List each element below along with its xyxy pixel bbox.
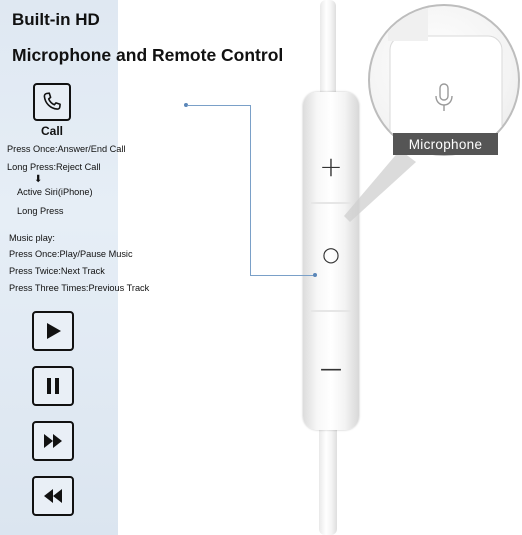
fast-forward-icon	[44, 434, 62, 448]
pointer-dot	[184, 103, 188, 107]
pause-button	[32, 366, 74, 406]
page-title-line-1: Built-in HD	[12, 10, 100, 29]
music-instruction: Press Twice:Next Track	[9, 266, 105, 276]
earphone-cable-top	[320, 0, 336, 100]
volume-up-button: +	[319, 150, 343, 183]
remote-divider	[311, 310, 351, 312]
play-button	[32, 311, 74, 351]
page-title-line-2: Microphone and Remote Control	[12, 45, 284, 65]
call-instruction: Active Siri(iPhone)	[17, 187, 93, 197]
rewind-button	[32, 476, 74, 516]
microphone-icon	[435, 83, 453, 111]
microphone-label: Microphone	[393, 133, 498, 155]
callout-wedge	[344, 150, 416, 222]
inline-remote: + ○ —	[303, 92, 359, 430]
phone-icon	[43, 92, 61, 110]
pointer-line	[250, 105, 251, 275]
volume-down-button: —	[320, 357, 342, 382]
music-instruction: Press Once:Play/Pause Music	[9, 249, 133, 259]
play-icon	[47, 323, 61, 339]
arrow-down-icon: ⬇	[34, 174, 43, 185]
call-instruction: Long Press	[17, 206, 64, 216]
pointer-line	[187, 105, 250, 106]
music-instruction: Press Three Times:Previous Track	[9, 283, 150, 293]
call-instruction: Long Press:Reject Call	[7, 162, 101, 172]
call-instruction: Press Once:Answer/End Call	[7, 144, 126, 154]
rewind-icon	[44, 489, 62, 503]
earphone-cable-bottom	[319, 420, 337, 535]
pointer-dot	[313, 273, 317, 277]
remote-divider	[311, 202, 351, 204]
pause-icon	[47, 378, 59, 394]
center-button: ○	[322, 242, 340, 266]
remote-closeup	[388, 6, 503, 154]
music-heading: Music play:	[9, 233, 55, 243]
call-label: Call	[41, 124, 64, 138]
pointer-line	[250, 275, 315, 276]
call-icon-box	[33, 83, 71, 121]
fast-forward-button	[32, 421, 74, 461]
microphone-magnifier	[368, 4, 520, 156]
